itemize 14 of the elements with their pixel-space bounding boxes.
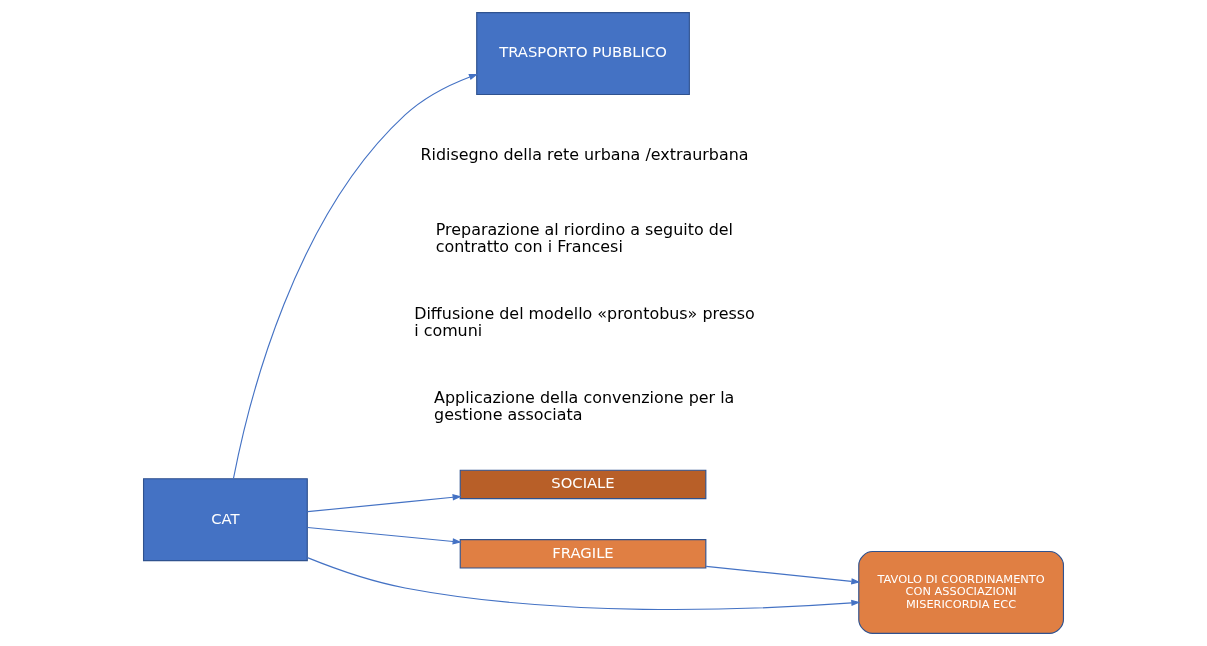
label: Diffusione del modello «prontobus» presso i comuni: [414, 303, 755, 340]
node-box: TAVOLO DI COORDINAMENTO CON ASSOCIAZIONI MISERICORDIA ECC: [858, 550, 1064, 634]
node-box: TRASPORTO PUBBLICO: [476, 12, 690, 95]
arrow: [306, 557, 861, 611]
label: Preparazione al riordino a seguito del contratto con i Francesi: [435, 219, 733, 256]
arrow: [705, 565, 861, 585]
node-box: SOCIALE: [459, 469, 707, 500]
label: Applicazione della convenzione per la gestione associata: [434, 387, 735, 424]
node-box: CAT: [143, 478, 308, 562]
node-box: FRAGILE: [459, 539, 707, 569]
label: Ridisegno della rete urbana /extraurbana: [420, 145, 749, 165]
arrow: [307, 526, 462, 545]
arrow: [232, 73, 479, 480]
arrow: [307, 494, 462, 513]
